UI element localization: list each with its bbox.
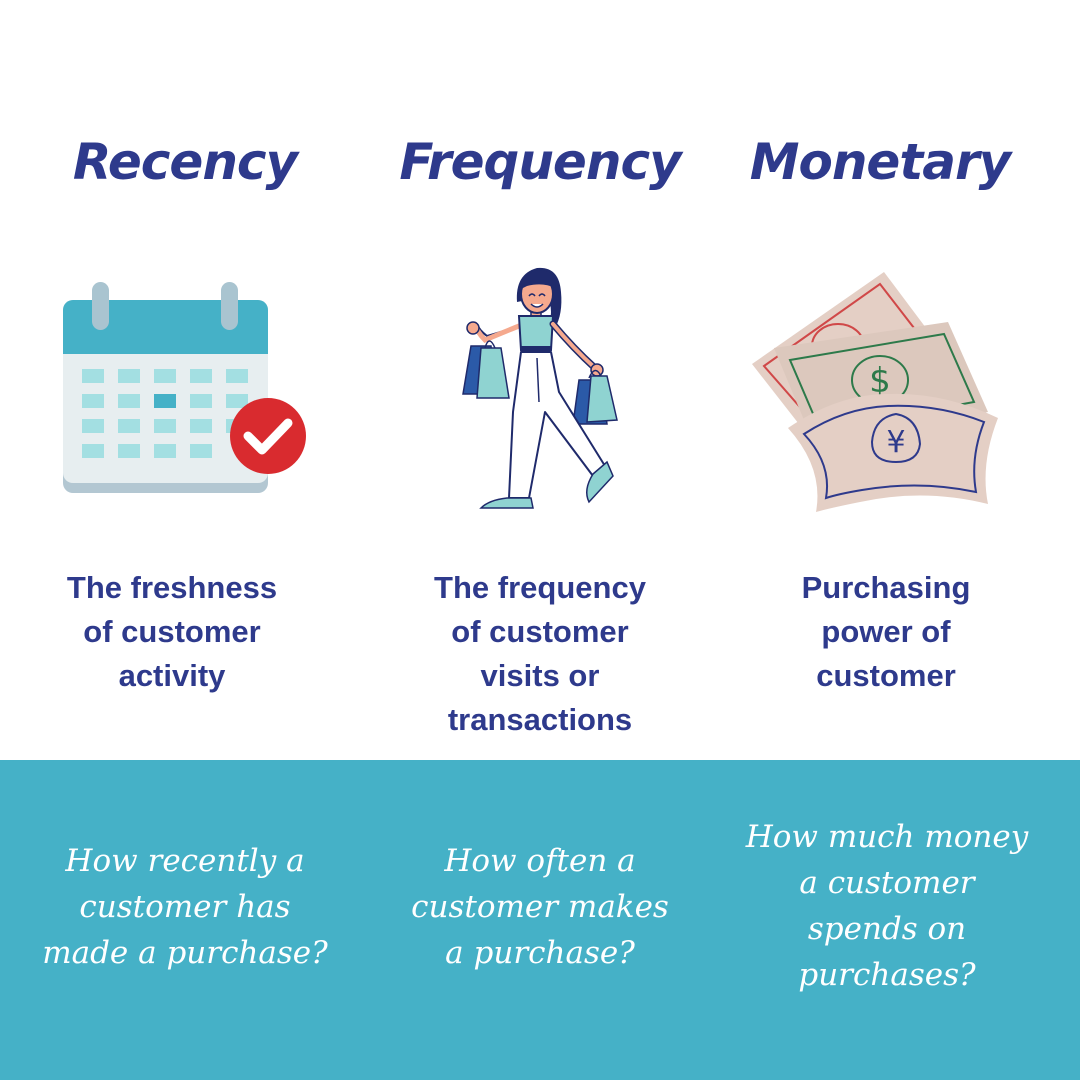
svg-text:$: $ bbox=[869, 361, 891, 401]
frequency-title: Frequency bbox=[399, 133, 681, 191]
frequency-description-line: The frequency bbox=[434, 570, 646, 605]
recency-description-line: of customer bbox=[83, 614, 261, 649]
monetary-description-line: power of bbox=[821, 614, 951, 649]
recency-description: The freshness of customer activity bbox=[32, 566, 312, 698]
recency-question-line: How recently a bbox=[65, 843, 305, 879]
shopping-woman-icon bbox=[462, 267, 618, 509]
recency-question-line: customer has bbox=[79, 889, 291, 925]
monetary-description-line: Purchasing bbox=[801, 570, 971, 605]
frequency-description: The frequency of customer visits or tran… bbox=[400, 566, 680, 742]
frequency-question: How often a customer makes a purchase? bbox=[375, 838, 705, 976]
monetary-title: Monetary bbox=[749, 133, 1012, 191]
question-band bbox=[0, 760, 1080, 1080]
recency-question: How recently a customer has made a purch… bbox=[20, 838, 350, 976]
frequency-description-line: of customer bbox=[451, 614, 629, 649]
monetary-question: How much money a customer spends on purc… bbox=[722, 814, 1052, 998]
frequency-description-line: visits or bbox=[480, 658, 600, 693]
recency-question-line: made a purchase? bbox=[42, 935, 328, 971]
svg-text:¥: ¥ bbox=[886, 425, 905, 460]
monetary-question-line: a customer bbox=[799, 865, 975, 901]
recency-description-line: activity bbox=[118, 658, 226, 693]
frequency-description-line: transactions bbox=[447, 702, 633, 737]
calendar-check-icon bbox=[63, 282, 306, 493]
monetary-description: Purchasing power of customer bbox=[746, 566, 1026, 698]
monetary-question-line: spends on bbox=[807, 911, 967, 947]
frequency-question-line: a purchase? bbox=[445, 935, 635, 971]
recency-description-line: The freshness bbox=[66, 570, 278, 605]
money-bills-icon: $ ¥ bbox=[752, 272, 998, 512]
monetary-question-line: purchases? bbox=[798, 957, 976, 993]
frequency-question-line: How often a bbox=[444, 843, 636, 879]
frequency-question-line: customer makes bbox=[411, 889, 669, 925]
monetary-description-line: customer bbox=[816, 658, 956, 693]
monetary-question-line: How much money bbox=[745, 819, 1029, 855]
recency-title: Recency bbox=[72, 133, 298, 191]
